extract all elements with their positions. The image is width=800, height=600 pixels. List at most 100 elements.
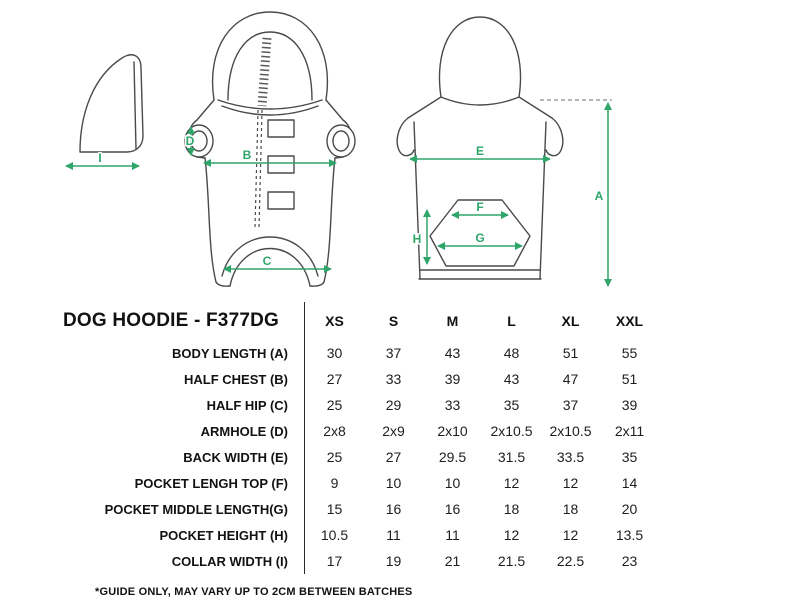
measure-label-h: H xyxy=(413,232,422,246)
cell-value: 25 xyxy=(326,449,343,465)
cell-value: 21.5 xyxy=(497,553,526,569)
cell-value: 21 xyxy=(444,553,461,569)
cell-value: 12 xyxy=(562,527,579,543)
cell-value: 35 xyxy=(621,449,638,465)
cell-value: 33 xyxy=(444,397,461,413)
measure-label-a: A xyxy=(595,189,604,203)
cell-value: 11 xyxy=(445,527,460,543)
cell-value: 16 xyxy=(444,501,461,517)
cell-value: 2x10 xyxy=(437,423,468,439)
size-col-header-xl: XL xyxy=(561,313,580,329)
cell-value: 55 xyxy=(621,345,638,361)
measure-arrow-a: A xyxy=(540,99,612,287)
cell-value: 33 xyxy=(385,371,402,387)
size-col-header-xxl: XXL xyxy=(615,313,644,329)
cell-value: 15 xyxy=(326,501,343,517)
cell-value: 16 xyxy=(385,501,402,517)
table-row: COLLAR WIDTH (I) 17 19 21 21.5 22.5 23 xyxy=(55,548,665,574)
cell-value: 10 xyxy=(385,475,402,491)
page-title: DOG HOODIE - F377DG xyxy=(55,302,305,340)
measure-label-b: B xyxy=(243,148,252,162)
cell-value: 10 xyxy=(444,475,461,491)
measure-arrow-g: G xyxy=(437,230,523,250)
table-row: ARMHOLE (D) 2x8 2x9 2x10 2x10.5 2x10.5 2… xyxy=(55,418,665,444)
cell-value: 31.5 xyxy=(497,449,526,465)
measure-arrow-b: B xyxy=(203,147,337,167)
garment-diagram: I B C D E F G H xyxy=(65,11,612,287)
measure-label-i: I xyxy=(98,151,101,165)
cell-value: 48 xyxy=(503,345,520,361)
cell-value: 2x10.5 xyxy=(549,423,592,439)
measure-arrow-i: I xyxy=(65,150,140,170)
cell-value: 43 xyxy=(503,371,520,387)
row-label: BODY LENGTH (A) xyxy=(55,340,305,366)
table-row: HALF HIP (C) 25 29 33 35 37 39 xyxy=(55,392,665,418)
cell-value: 27 xyxy=(385,449,402,465)
cell-value: 12 xyxy=(503,527,520,543)
cell-value: 37 xyxy=(385,345,402,361)
cell-value: 14 xyxy=(621,475,638,491)
row-label: POCKET LENGH TOP (F) xyxy=(55,470,305,496)
row-label: POCKET MIDDLE LENGTH(G) xyxy=(55,496,305,522)
cell-value: 43 xyxy=(444,345,461,361)
cell-value: 19 xyxy=(385,553,402,569)
measure-label-d: D xyxy=(186,134,195,148)
cell-value: 27 xyxy=(326,371,343,387)
measure-label-f: F xyxy=(476,200,483,214)
row-label: HALF HIP (C) xyxy=(55,392,305,418)
cell-value: 2x9 xyxy=(382,423,405,439)
cell-value: 51 xyxy=(621,371,638,387)
measure-label-g: G xyxy=(475,231,484,245)
cell-value: 29.5 xyxy=(438,449,467,465)
cell-value: 23 xyxy=(621,553,638,569)
measure-arrow-c: C xyxy=(223,253,332,273)
measure-arrow-e: E xyxy=(409,143,551,163)
row-label: BACK WIDTH (E) xyxy=(55,444,305,470)
measure-arrow-h: H xyxy=(411,209,431,265)
row-label: POCKET HEIGHT (H) xyxy=(55,522,305,548)
cell-value: 25 xyxy=(326,397,343,413)
cell-value: 35 xyxy=(503,397,520,413)
cell-value: 2x8 xyxy=(323,423,346,439)
front-view-drawing xyxy=(184,11,356,287)
table-header-row: DOG HOODIE - F377DG XS S M L XL XXL xyxy=(55,302,665,340)
cell-value: 30 xyxy=(326,345,343,361)
row-label: ARMHOLE (D) xyxy=(55,418,305,444)
cell-value: 17 xyxy=(326,553,343,569)
cell-value: 20 xyxy=(621,501,638,517)
cell-value: 11 xyxy=(386,527,401,543)
cell-value: 18 xyxy=(562,501,579,517)
cell-value: 12 xyxy=(562,475,579,491)
measure-label-e: E xyxy=(476,144,484,158)
cell-value: 51 xyxy=(562,345,579,361)
hood-side-panel-drawing xyxy=(79,54,144,153)
measure-arrow-d: D xyxy=(184,126,196,156)
footnote: *GUIDE ONLY, MAY VARY UP TO 2CM BETWEEN … xyxy=(95,586,413,598)
cell-value: 37 xyxy=(562,397,579,413)
table-row: POCKET MIDDLE LENGTH(G) 15 16 16 18 18 2… xyxy=(55,496,665,522)
cell-value: 29 xyxy=(385,397,402,413)
table-row: HALF CHEST (B) 27 33 39 43 47 51 xyxy=(55,366,665,392)
table-row: POCKET LENGH TOP (F) 9 10 10 12 12 14 xyxy=(55,470,665,496)
size-col-header-m: M xyxy=(446,313,459,329)
cell-value: 12 xyxy=(503,475,520,491)
cell-value: 13.5 xyxy=(615,527,644,543)
cell-value: 39 xyxy=(444,371,461,387)
measure-arrow-f: F xyxy=(451,199,509,219)
table-row: POCKET HEIGHT (H) 10.5 11 11 12 12 13.5 xyxy=(55,522,665,548)
row-label: COLLAR WIDTH (I) xyxy=(55,548,305,574)
cell-value: 2x11 xyxy=(614,423,645,439)
cell-value: 10.5 xyxy=(320,527,349,543)
cell-value: 2x10.5 xyxy=(490,423,533,439)
cell-value: 22.5 xyxy=(556,553,585,569)
size-col-header-l: L xyxy=(507,313,516,329)
size-table: DOG HOODIE - F377DG XS S M L XL XXL BODY… xyxy=(55,302,665,598)
cell-value: 9 xyxy=(330,475,339,491)
table-row: BODY LENGTH (A) 30 37 43 48 51 55 xyxy=(55,340,665,366)
cell-value: 47 xyxy=(562,371,579,387)
cell-value: 39 xyxy=(621,397,638,413)
cell-value: 33.5 xyxy=(556,449,585,465)
cell-value: 18 xyxy=(503,501,520,517)
table-row: BACK WIDTH (E) 25 27 29.5 31.5 33.5 35 xyxy=(55,444,665,470)
